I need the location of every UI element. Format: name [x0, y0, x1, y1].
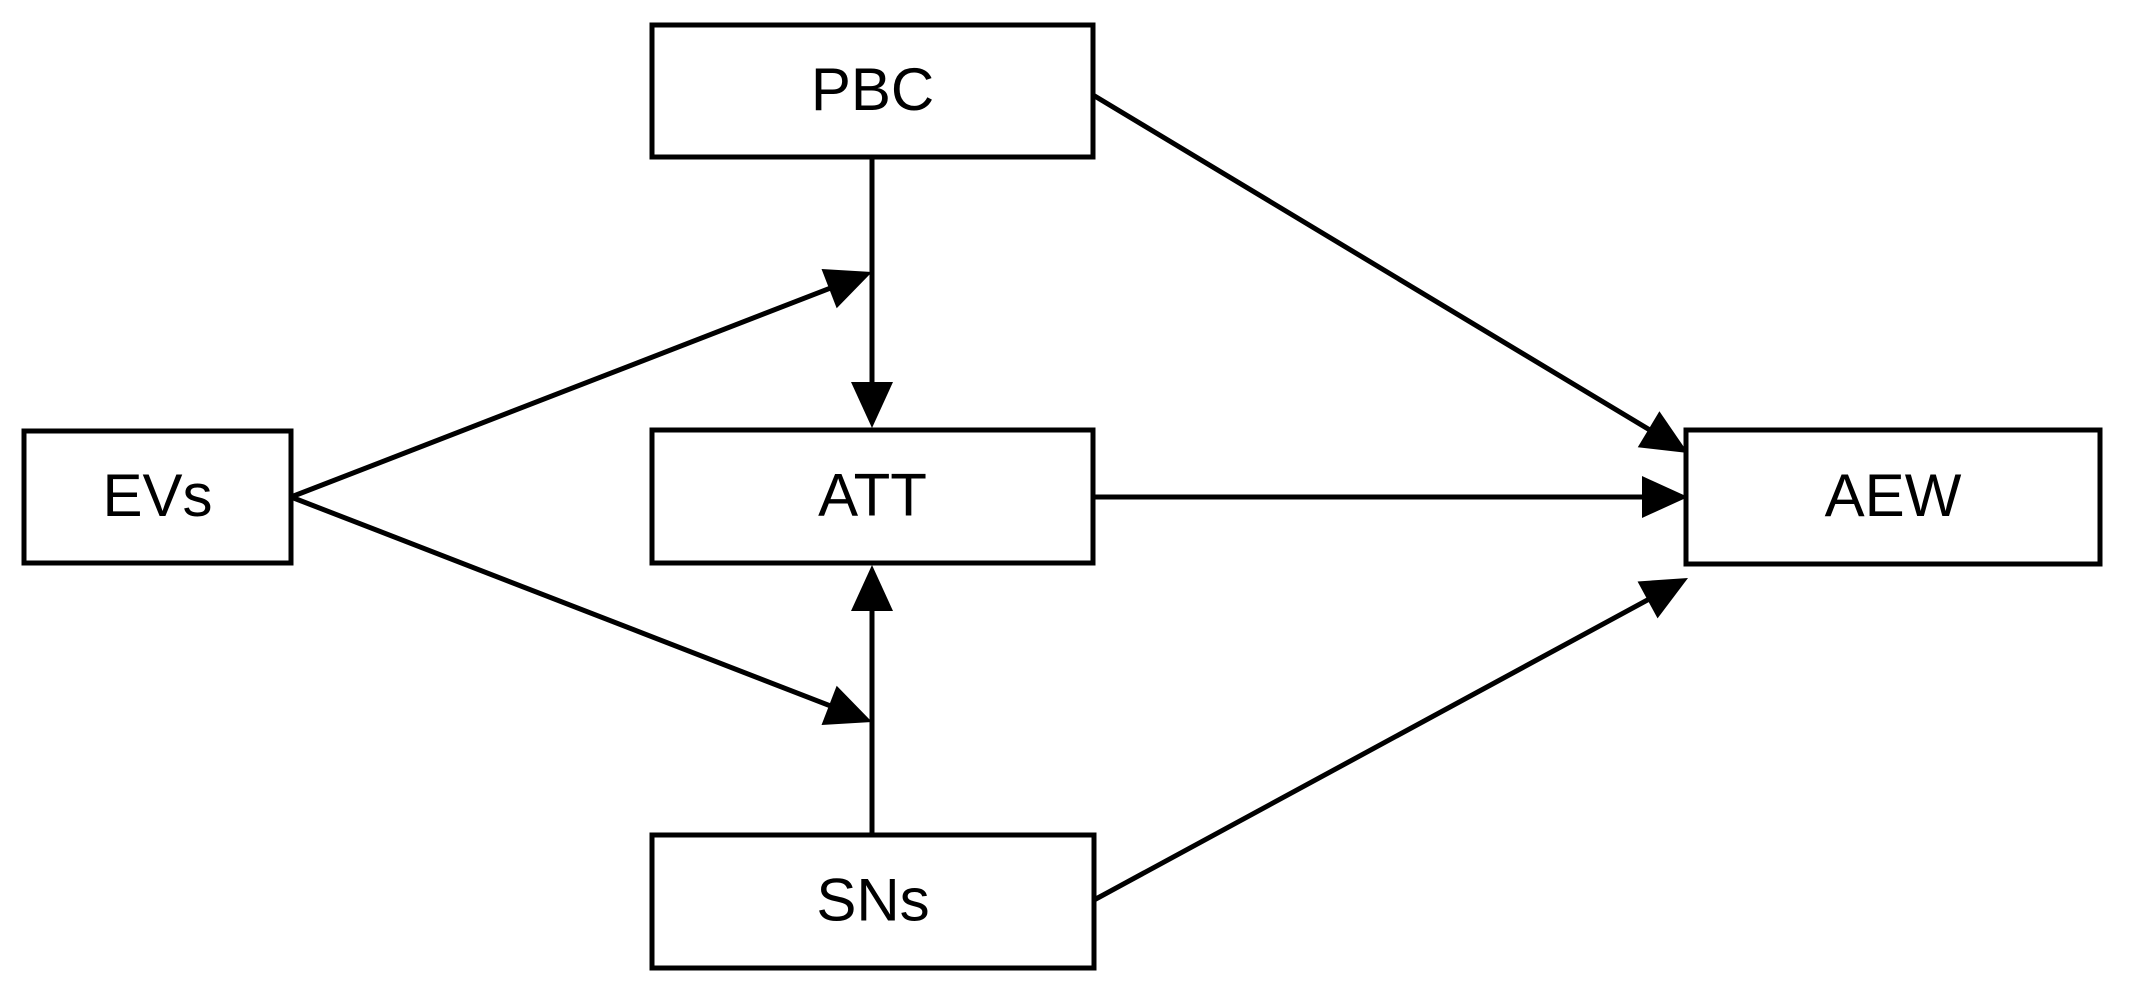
- arrowhead-icon: [851, 565, 893, 611]
- node-pbc[interactable]: PBC: [649, 22, 1096, 160]
- node-box[interactable]: [649, 22, 1096, 160]
- edge-pbc-aew: [1091, 92, 1688, 453]
- node-box[interactable]: [21, 428, 294, 566]
- arrowhead-icon: [1642, 476, 1688, 518]
- edge-shaft: [290, 494, 836, 710]
- edge-pbc-att: [851, 157, 893, 428]
- node-evs[interactable]: EVs: [21, 428, 294, 566]
- arrowhead-icon: [821, 685, 872, 725]
- node-sns[interactable]: SNs: [649, 832, 1097, 971]
- node-box[interactable]: [1683, 427, 2103, 567]
- arrowhead-icon: [1637, 578, 1688, 619]
- edge-layer: [290, 92, 1688, 903]
- edge-evs-att: [290, 494, 872, 725]
- node-att[interactable]: ATT: [649, 427, 1096, 566]
- edge-att-aew: [1093, 476, 1688, 518]
- edge-sns-aew: [1092, 578, 1688, 903]
- node-box[interactable]: [649, 832, 1097, 971]
- edge-sns-att: [851, 565, 893, 835]
- node-aew[interactable]: AEW: [1683, 427, 2103, 567]
- arrowhead-icon: [1637, 411, 1688, 453]
- node-layer: EVs PBC ATT SNs AEW: [21, 22, 2103, 971]
- edge-shaft: [1092, 594, 1655, 903]
- node-box[interactable]: [649, 427, 1096, 566]
- arrowhead-icon: [821, 269, 872, 309]
- edge-shaft: [1091, 92, 1656, 435]
- edge-evs-pbc: [290, 269, 872, 500]
- edge-shaft: [290, 284, 836, 500]
- arrowhead-icon: [851, 382, 893, 428]
